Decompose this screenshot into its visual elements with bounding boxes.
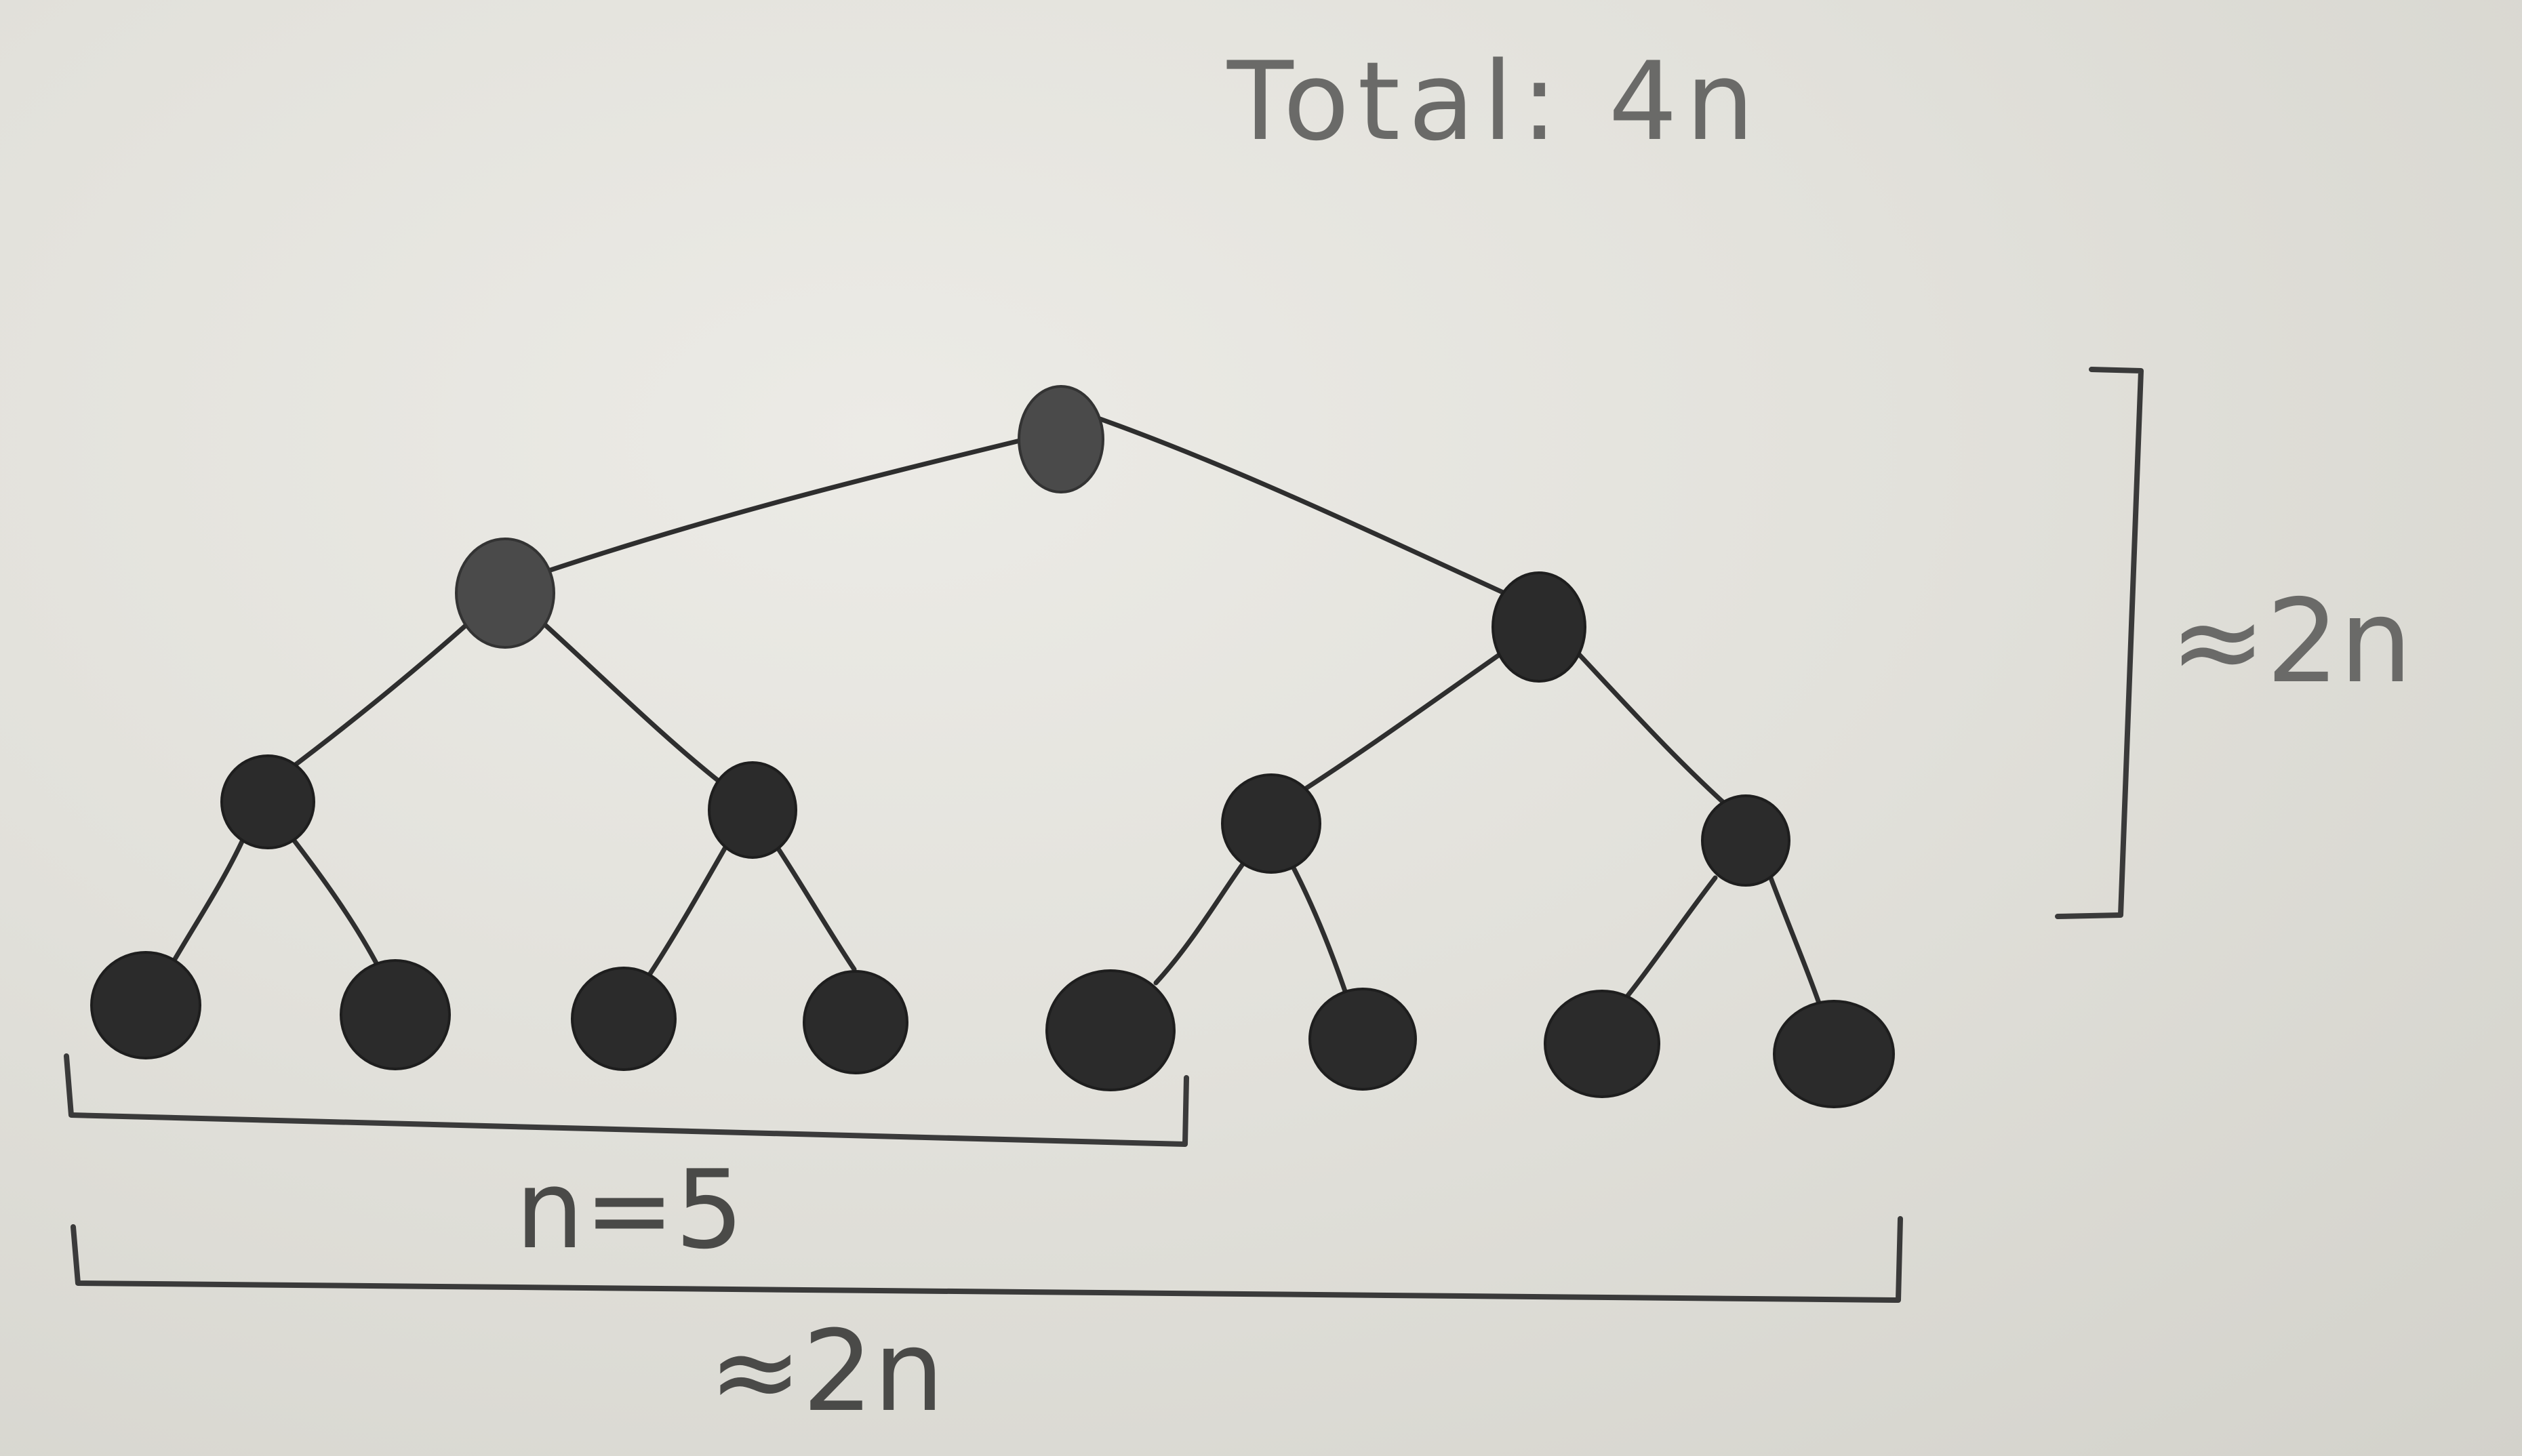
edge-R-RR	[1563, 638, 1738, 816]
leaf-half-label: n=5	[515, 1146, 744, 1273]
tree-edges	[170, 411, 1826, 1019]
tree-node-RRR	[1773, 1000, 1895, 1108]
tree-node-LLL	[90, 951, 201, 1059]
leaf-total-label: ≈2n	[708, 1306, 944, 1436]
edge-root-L	[519, 434, 1037, 582]
edge-L-LR	[526, 607, 728, 789]
tree-node-RR	[1701, 794, 1790, 887]
edge-root-R	[1082, 411, 1515, 599]
tree-node-LL	[220, 754, 315, 849]
tree-node-root	[1018, 385, 1104, 493]
edge-RL-RLL	[1153, 855, 1250, 986]
edge-LR-LRR	[770, 838, 857, 972]
tree-node-RLR	[1308, 988, 1417, 1091]
edge-RR-RRR	[1767, 872, 1826, 1019]
height-bracket	[2055, 367, 2144, 919]
edge-RL-RLR	[1285, 855, 1352, 1006]
edge-R-RL	[1285, 648, 1508, 803]
tree-node-L	[455, 538, 555, 649]
edge-RR-RRL	[1624, 875, 1718, 999]
tree-node-RLL	[1045, 969, 1176, 1091]
tree-node-RL	[1221, 773, 1321, 874]
edge-LL-LLL	[170, 834, 247, 965]
edge-LL-LLR	[289, 834, 386, 979]
height-label: ≈2n	[2169, 575, 2412, 709]
tree-node-RRL	[1544, 990, 1660, 1098]
total-label: Total: 4n	[1226, 38, 1763, 165]
tree-node-R	[1492, 571, 1586, 683]
tree-node-LR	[708, 761, 797, 859]
tree-node-LRR	[803, 970, 908, 1074]
leaf-half-bracket	[64, 1053, 1189, 1147]
tree-nodes	[90, 385, 1895, 1108]
edge-LR-LRL	[641, 845, 728, 986]
leaf-total-bracket	[71, 1216, 1903, 1303]
tree-node-LLR	[340, 959, 451, 1070]
tree-node-LRL	[571, 967, 677, 1071]
edge-L-LL	[282, 621, 471, 775]
